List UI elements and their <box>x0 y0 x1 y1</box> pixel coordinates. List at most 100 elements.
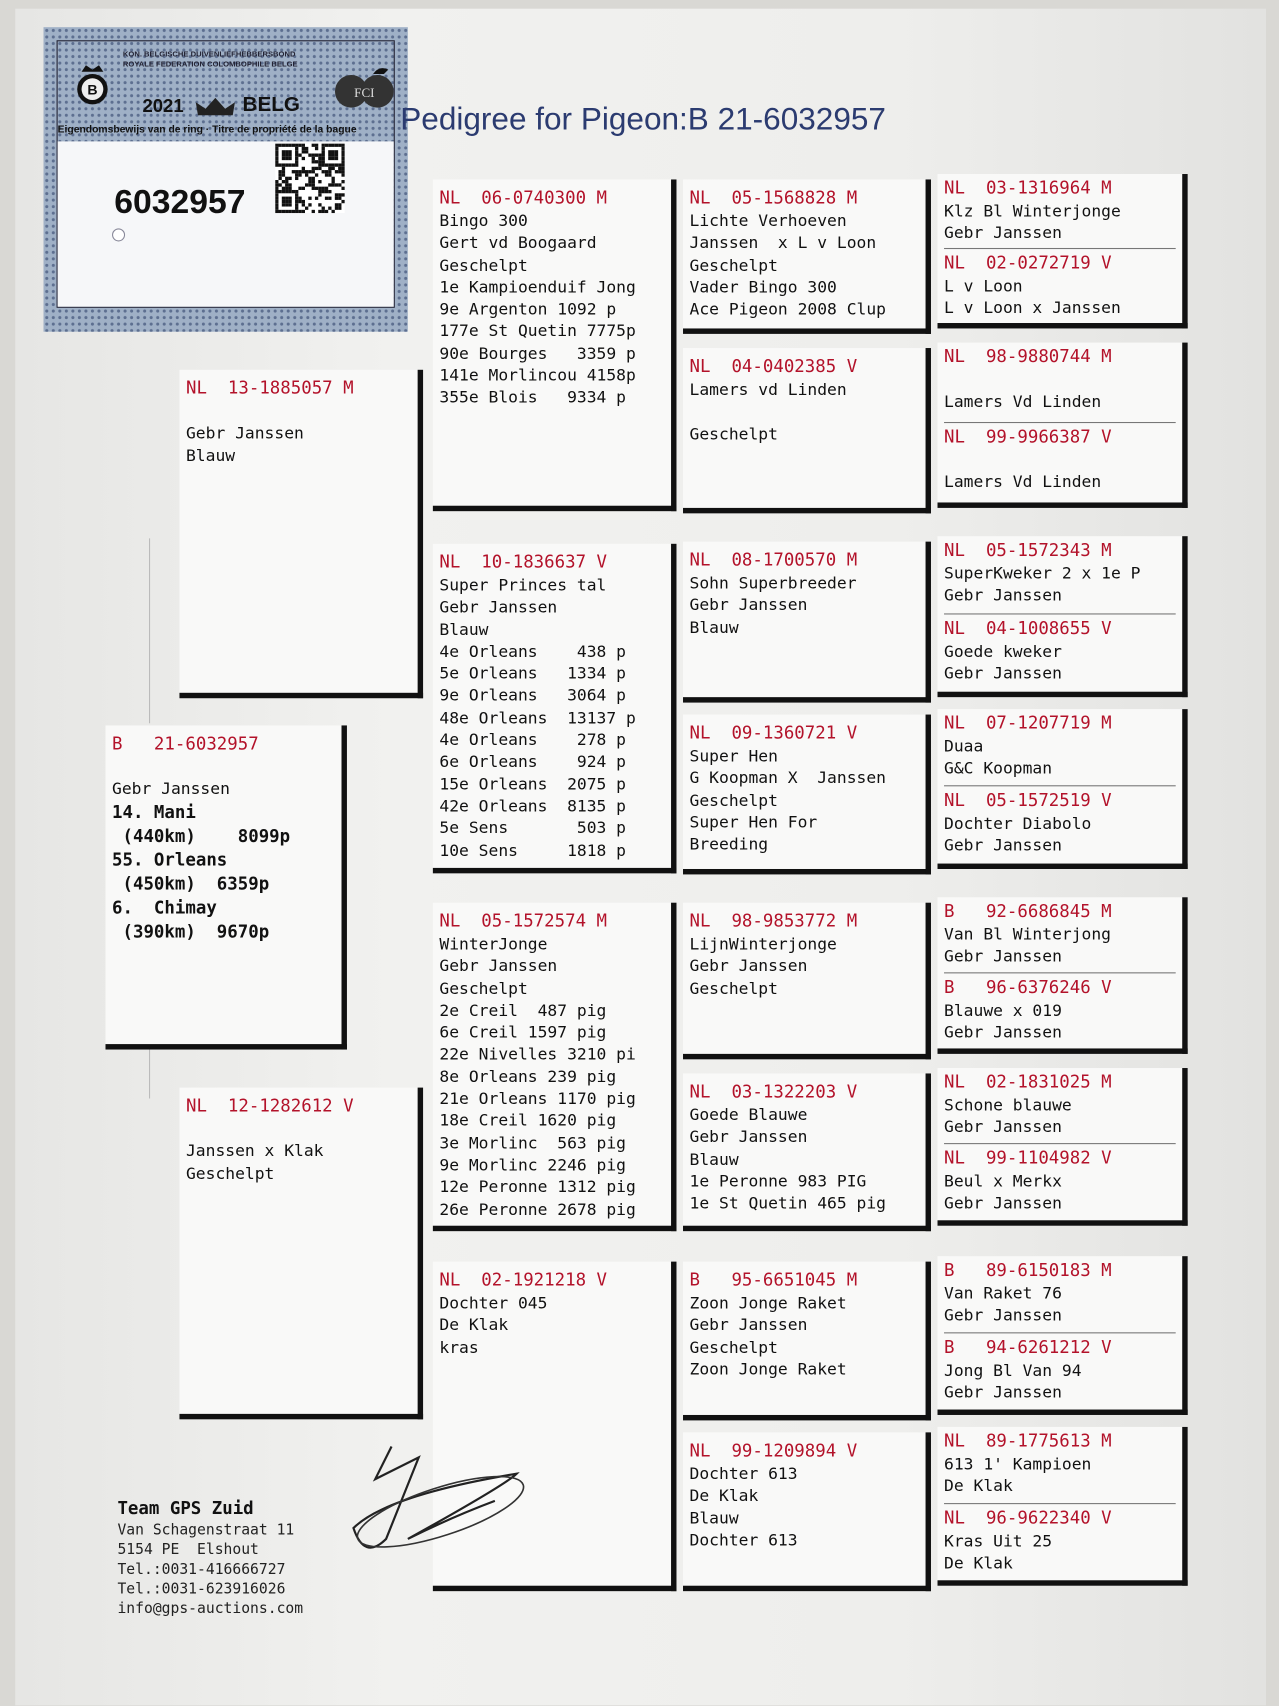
ring-number: NL 05-1572519 V <box>944 789 1112 811</box>
pigeon-info-line: Van Raket 76 <box>944 1283 1062 1303</box>
pigeon-info-line: Kras Uit 25 <box>944 1530 1053 1551</box>
pigeon-info-line: 18e Creil 1620 pig <box>439 1110 617 1131</box>
connector-line <box>149 538 151 724</box>
connector-line <box>149 1044 151 1099</box>
race-result: 55. Orleans <box>112 848 228 870</box>
pigeon-info-line: 1e Peronne 983 PIG <box>689 1171 867 1191</box>
contact-line: Tel.:0031-416666727 <box>117 1560 286 1579</box>
ring-number: NL 98-9880744 M <box>944 345 1112 367</box>
fci-logo-text: FCI <box>354 85 374 100</box>
pigeon-info-line: 10e Sens 1818 p <box>439 840 627 860</box>
pigeon-info-line: Gebr Janssen <box>944 946 1062 967</box>
pigeon-info-line: Gebr Janssen <box>689 1315 808 1335</box>
pigeon-info-line: Breeding <box>689 834 769 854</box>
pigeon-info-line: 1e Kampioenduif Jong <box>439 277 636 297</box>
pigeon-info-line: Gebr Janssen <box>944 585 1062 606</box>
pigeon-info-line: 9e Orleans 3064 p <box>439 685 627 706</box>
pigeon-info-line: 4e Orleans 438 p <box>439 641 627 662</box>
pigeon-info-line: L v Loon <box>944 275 1023 296</box>
pigeon-info-line: 613 1' Kampioen <box>944 1454 1092 1474</box>
pigeon-info-line: 6e Orleans 924 p <box>439 751 627 772</box>
ring-number: NL 05-1568828 M <box>689 187 858 208</box>
ring-number: NL 89-1775613 M <box>944 1430 1112 1451</box>
pigeon-info-line: De Klak <box>439 1315 509 1335</box>
race-result: 6. Chimay <box>112 896 217 918</box>
pigeon-info-line: Goede kweker <box>944 641 1062 661</box>
pigeon-info-line: Blauw <box>185 445 236 466</box>
pigeon-info-line: kras <box>439 1337 479 1357</box>
pigeon-info-line <box>186 400 411 422</box>
pigeon-info-line: Goede Blauwe <box>689 1105 808 1125</box>
ring-number: B 96-6376246 V <box>944 976 1112 997</box>
pigeon-info-line: 4e Orleans 278 p <box>439 729 627 750</box>
ring-number: NL 99-9966387 V <box>944 425 1112 447</box>
race-result: (450km) 6359p <box>112 872 270 894</box>
card-ring-number: 6032957 <box>114 182 246 221</box>
pigeon-info-line: 355e Blois 9334 p <box>439 387 627 408</box>
pigeon-info-line: Gebr Janssen <box>944 1117 1062 1137</box>
card-country: BELG <box>242 93 300 117</box>
ring-number: NL 02-1921218 V <box>439 1269 608 1290</box>
ring-number: NL 03-1322203 V <box>689 1081 858 1102</box>
pigeon-info-line: Lichte Verhoeven <box>689 210 847 231</box>
pigeon-info-line: Gebr Janssen <box>944 1382 1062 1402</box>
qr-code-icon <box>275 143 345 214</box>
svg-text:B: B <box>87 82 97 98</box>
pigeon-info-line: Gebr Janssen <box>944 1193 1062 1213</box>
pigeon-info-line: Jong Bl Van 94 <box>944 1360 1082 1380</box>
pigeon-info-line: Gebr Janssen <box>185 423 304 443</box>
pigeon-info-line: Super Princes tal <box>439 575 607 595</box>
page-title: Pedigree for Pigeon:B 21-6032957 <box>400 102 886 138</box>
kbdb-logo-icon: B <box>77 65 108 105</box>
pigeon-info-line: Van Bl Winterjong <box>944 924 1112 945</box>
ring-number: NL 04-0402385 V <box>689 355 858 377</box>
ring-number: NL 99-1104982 V <box>944 1147 1112 1169</box>
ring-number: B 92-6686845 M <box>944 900 1112 922</box>
race-result: 14. Mani <box>112 801 196 822</box>
pigeon-info-line: WinterJonge <box>439 934 548 954</box>
ring-number: NL 96-9622340 V <box>944 1506 1112 1528</box>
pigeon-info-line: Super Hen <box>689 746 778 766</box>
pigeon-info-line: 8e Orleans 239 pig <box>439 1066 617 1087</box>
ring-number: NL 05-1572343 M <box>944 539 1112 561</box>
ring-number: NL 06-0740300 M <box>439 187 608 208</box>
ring-number: NL 07-1207719 M <box>944 712 1112 734</box>
pigeon-info-line: 9e Morlinc 2246 pig <box>439 1154 627 1175</box>
pigeon-info-line: Dochter 613 <box>689 1530 798 1550</box>
pigeon-info-line: Janssen x Klak <box>185 1141 324 1161</box>
pigeon-info-line: Janssen x L v Loon <box>689 233 877 253</box>
pigeon-info-line: 6e Creil 1597 pig <box>439 1022 607 1043</box>
pigeon-info-line: Super Hen For <box>689 812 818 832</box>
pigeon-info-line: 48e Orleans 13137 p <box>439 707 636 728</box>
pigeon-info-line: Gebr Janssen <box>689 1127 808 1147</box>
pigeon-info-line: 9e Argenton 1092 p <box>439 299 617 319</box>
ring-number: NL 99-1209894 V <box>689 1439 858 1461</box>
ring-number: NL 13-1885057 M <box>185 377 354 399</box>
pigeon-info-line: Gebr Janssen <box>944 1022 1062 1042</box>
card-hole <box>112 228 126 242</box>
pigeon-info-line: Gebr Janssen <box>112 779 230 799</box>
race-result: (440km) 8099p <box>112 825 291 846</box>
